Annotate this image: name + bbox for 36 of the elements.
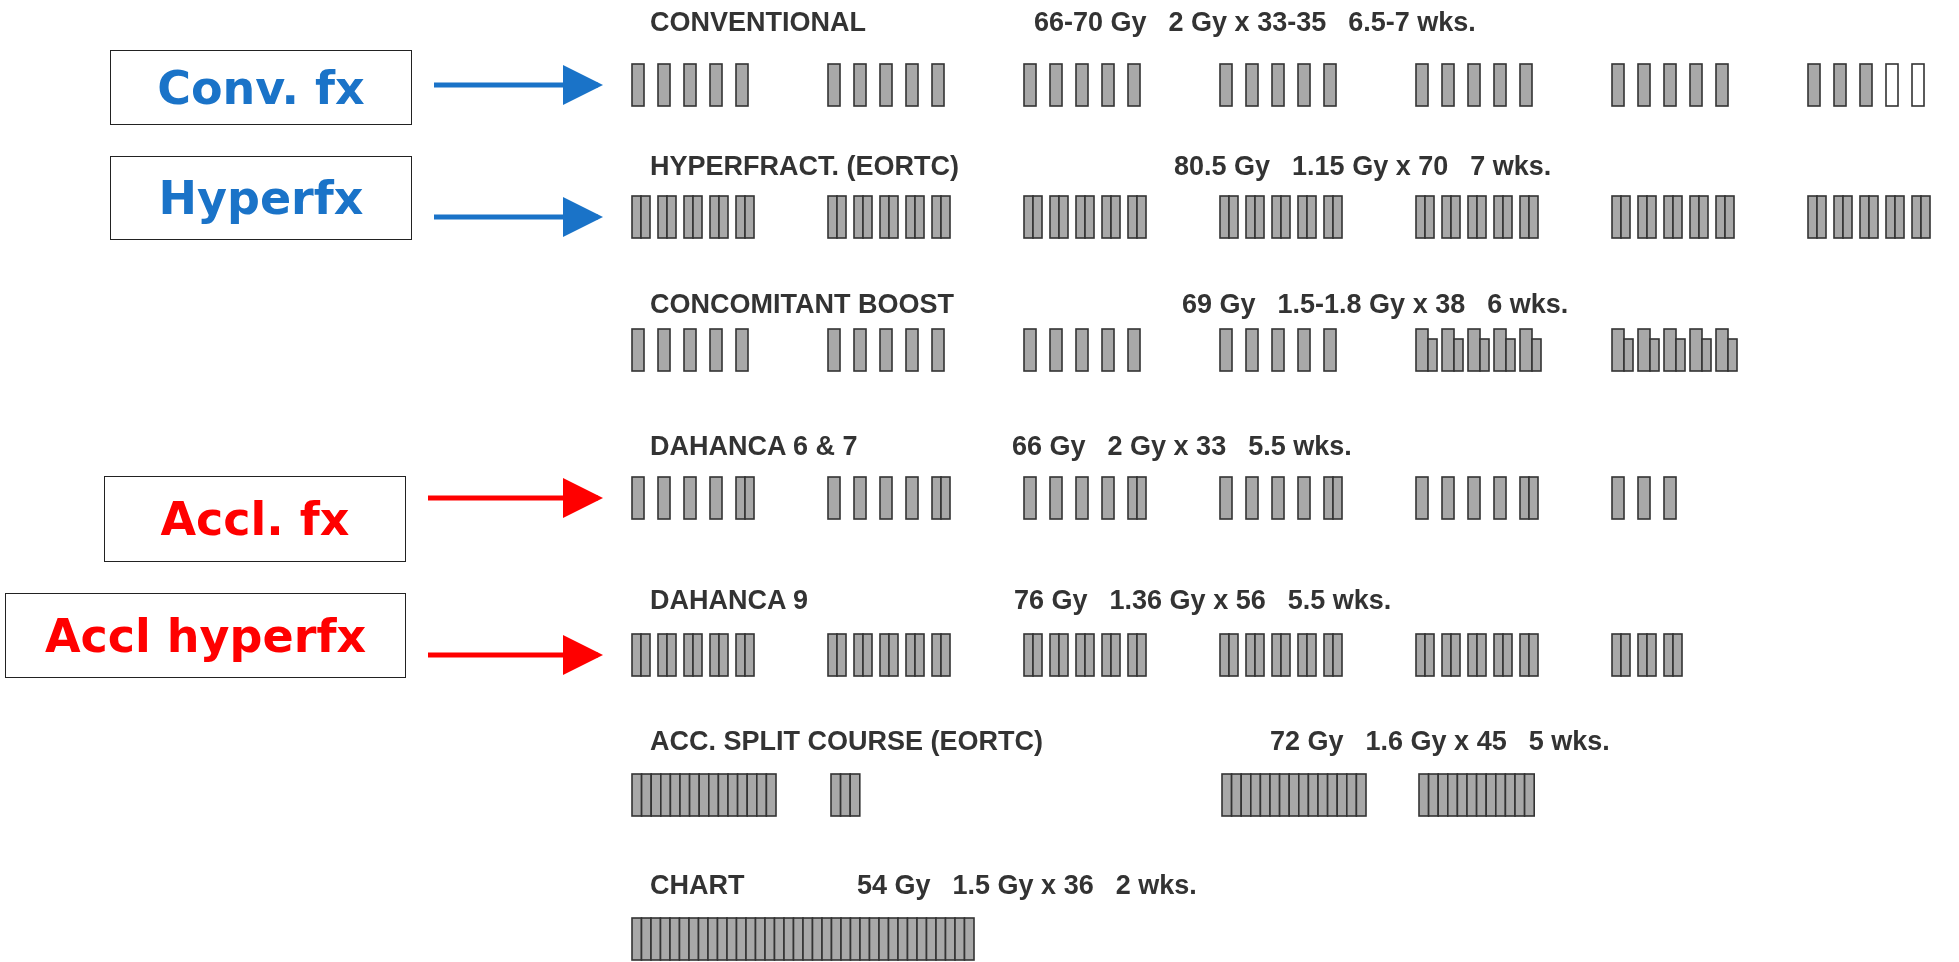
fraction-dose: 1.6 Gy x 45 <box>1365 725 1507 757</box>
fraction-dose: 2 Gy x 33-35 <box>1168 6 1327 38</box>
fraction-dose: 1.5-1.8 Gy x 38 <box>1277 288 1466 320</box>
schedule-name: CONCOMITANT BOOST <box>650 288 954 320</box>
arrow <box>428 635 603 675</box>
schedule-name: CONVENTIONAL <box>650 6 866 38</box>
schedule-name: DAHANCA 6 & 7 <box>650 430 858 462</box>
label-box: Accl hyperfx <box>5 593 406 678</box>
total-dose: 66 Gy <box>1012 430 1086 462</box>
total-dose: 69 Gy <box>1182 288 1256 320</box>
label-box: Conv. fx <box>110 50 412 125</box>
fraction-dose: 1.15 Gy x 70 <box>1292 150 1449 182</box>
total-dose: 66-70 Gy <box>1034 6 1147 38</box>
arrow <box>434 65 603 105</box>
schedule-name: DAHANCA 9 <box>650 584 808 616</box>
total-dose: 54 Gy <box>857 869 931 901</box>
arrow <box>428 478 603 518</box>
treatment-time: 5 wks. <box>1528 725 1610 757</box>
fraction-dose: 2 Gy x 33 <box>1107 430 1227 462</box>
treatment-time: 5.5 wks. <box>1248 430 1352 462</box>
treatment-time: 7 wks. <box>1470 150 1552 182</box>
label-box: Accl. fx <box>104 476 406 562</box>
fraction-dose: 1.5 Gy x 36 <box>952 869 1094 901</box>
treatment-time: 2 wks. <box>1115 869 1197 901</box>
total-dose: 80.5 Gy <box>1174 150 1271 182</box>
label-box: Hyperfx <box>110 156 412 240</box>
treatment-time: 5.5 wks. <box>1287 584 1392 616</box>
treatment-time: 6 wks. <box>1487 288 1569 320</box>
schedule-name: CHART <box>650 869 745 901</box>
total-dose: 76 Gy <box>1014 584 1088 616</box>
treatment-time: 6.5-7 wks. <box>1348 6 1476 38</box>
total-dose: 72 Gy <box>1270 725 1344 757</box>
arrow <box>434 197 603 237</box>
fraction-dose: 1.36 Gy x 56 <box>1109 584 1266 616</box>
schedule-name: HYPERFRACT. (EORTC) <box>650 150 959 182</box>
schedule-name: ACC. SPLIT COURSE (EORTC) <box>650 725 1043 757</box>
